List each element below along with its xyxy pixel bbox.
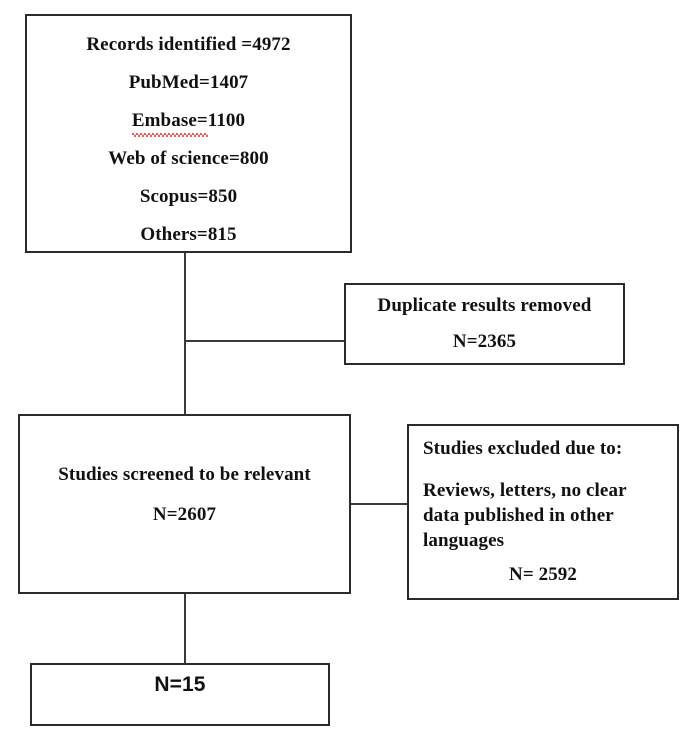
duplicates-removed-content: Duplicate results removed N=2365 [346, 285, 623, 363]
records-identified-content: Records identified =4972 PubMed=1407 Emb… [27, 16, 350, 251]
screened-heading: Studies screened to be relevant [58, 464, 311, 485]
duplicates-count: N=2365 [452, 331, 517, 352]
source-web-of-science: Web of science=800 [108, 148, 269, 169]
excluded-reason-line-3: languages [423, 530, 505, 551]
screened-count: N=2607 [152, 504, 217, 525]
excluded-reason-line-2: data published in other [423, 505, 614, 526]
excluded-reason-line-1: Reviews, letters, no clear [423, 480, 627, 501]
included-count: N=15 [154, 673, 206, 696]
connector-screened-to-excluded [351, 503, 407, 505]
studies-screened-content: Studies screened to be relevant N=2607 [20, 416, 349, 592]
studies-included-box: N=15 [30, 663, 330, 726]
duplicates-heading: Duplicate results removed [377, 295, 592, 316]
source-embase: Embase=1100 [131, 110, 246, 131]
studies-excluded-content: Studies excluded due to: Reviews, letter… [409, 426, 677, 598]
excluded-heading: Studies excluded due to: [423, 438, 623, 459]
source-pubmed: PubMed=1407 [128, 72, 249, 93]
studies-excluded-box: Studies excluded due to: Reviews, letter… [407, 424, 679, 600]
source-scopus: Scopus=850 [139, 186, 238, 207]
connector-identification-to-screened [184, 253, 186, 414]
connector-trunk-to-duplicates [184, 340, 344, 342]
duplicates-removed-box: Duplicate results removed N=2365 [344, 283, 625, 365]
excluded-count: N= 2592 [509, 564, 577, 585]
connector-screened-to-included [184, 594, 186, 663]
source-others: Others=815 [140, 224, 237, 245]
studies-included-content: N=15 [32, 665, 328, 724]
studies-screened-box: Studies screened to be relevant N=2607 [18, 414, 351, 594]
records-identified-total: Records identified =4972 [86, 34, 291, 55]
spellcheck-underline-icon [132, 133, 208, 137]
records-identified-box: Records identified =4972 PubMed=1407 Emb… [25, 14, 352, 253]
